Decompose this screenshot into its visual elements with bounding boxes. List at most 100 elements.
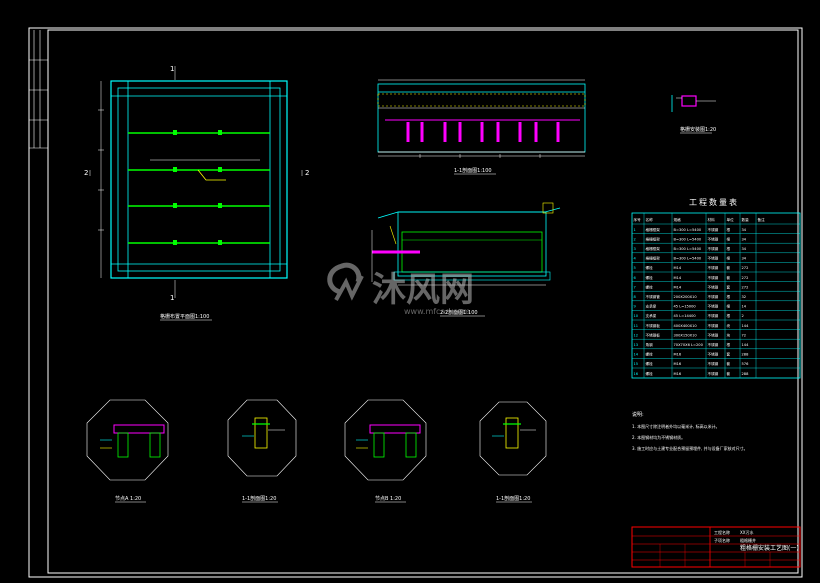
- table-cell: 螺栓: [646, 371, 654, 376]
- project-label: 工程名称: [714, 529, 730, 535]
- table-cell: 34: [742, 237, 747, 241]
- table-cell: 2: [634, 237, 636, 241]
- table-header-cell: 序号: [634, 217, 642, 222]
- table-cell: 272: [742, 266, 749, 270]
- table-cell: 6: [634, 276, 637, 280]
- table-cell: 144: [742, 343, 750, 347]
- table-cell: 不锈钢: [708, 256, 719, 261]
- table-cell: 螺栓: [646, 265, 654, 270]
- table-cell: 200X200X10: [674, 295, 698, 299]
- table-cell: 8: [634, 295, 637, 299]
- table-cell: 不锈钢: [708, 371, 719, 376]
- node-d: 1-1剖面图1:20: [479, 401, 547, 503]
- section-mark-right: 2: [305, 169, 309, 177]
- table-cell: M16: [674, 372, 682, 376]
- table-header-cell: 名称: [646, 217, 654, 222]
- node-a: 节点A 1:20: [86, 399, 169, 503]
- table-cell: M14: [674, 266, 682, 270]
- project-value: XX污水: [740, 529, 753, 535]
- table-cell: 400X400X10: [674, 324, 698, 328]
- section-2-view: 2-2剖面图1:100: [371, 202, 561, 317]
- plan-title: 格栅布置平面图1:100: [160, 313, 209, 320]
- table-cell: 不锈钢: [708, 342, 719, 347]
- node-a-title: 节点A 1:20: [115, 496, 141, 502]
- table-cell: 15: [634, 362, 639, 366]
- table-cell: 34: [742, 247, 747, 251]
- watermark-url: www.mfcad.com: [404, 307, 470, 316]
- note-line-2: 2. 本图钢材均为不锈钢材质。: [632, 434, 685, 440]
- left-margin-strip: [29, 30, 48, 149]
- table-cell: 螺栓: [646, 352, 654, 357]
- table-cell: B=300 L=5400: [674, 237, 702, 241]
- table-cell: 12: [634, 333, 639, 337]
- table-cell: 格栅框架: [646, 227, 661, 232]
- table-cell: B=300 L=5400: [674, 228, 702, 232]
- table-cell: 套: [727, 275, 731, 280]
- table-cell: 螺栓: [646, 284, 654, 289]
- table-cell: 不锈钢管: [646, 294, 661, 299]
- table-cell: 1: [634, 228, 636, 232]
- table-cell: 不锈钢: [708, 304, 719, 309]
- table-cell: 34: [742, 257, 747, 261]
- table-cell: 不锈钢: [708, 313, 719, 318]
- table-cell: 套: [727, 284, 731, 289]
- table-cell: 根: [727, 304, 731, 309]
- table-cell: 螺栓: [646, 361, 654, 366]
- section-mark-bottom: 1: [170, 294, 174, 302]
- section-mark-top: 1: [170, 65, 174, 73]
- table-cell: 272: [742, 276, 749, 280]
- table-cell: 不锈钢: [708, 246, 719, 251]
- section-1-title: 1-1剖面图1:100: [454, 167, 492, 174]
- table-cell: B=300 L=5400: [674, 247, 702, 251]
- table-cell: B=300 L=5400: [674, 257, 702, 261]
- table-cell: 3: [634, 247, 636, 251]
- table-header-cell: 备注: [758, 217, 766, 222]
- table-cell: 272: [742, 285, 749, 289]
- table-cell: 288: [742, 353, 750, 357]
- table-cell: 不锈钢板: [646, 332, 661, 337]
- table-cell: 16: [634, 372, 639, 376]
- table-cell: 格栅框架: [646, 246, 661, 251]
- table-cell: 不锈钢: [708, 323, 719, 328]
- table-cell: 13: [634, 343, 639, 347]
- table-cell: 72: [742, 333, 747, 337]
- table-cell: 套: [727, 361, 731, 366]
- table-cell: 根: [727, 256, 731, 261]
- table-cell: 支承梁: [646, 304, 657, 309]
- table-title: 工程数量表: [689, 197, 739, 207]
- table-cell: 11: [634, 324, 639, 328]
- table-cell: 套: [727, 265, 731, 270]
- table-cell: 螺栓: [646, 275, 654, 280]
- notes-heading: 说明:: [632, 411, 644, 418]
- table-cell: 300X150X10: [674, 333, 698, 337]
- table-cell: M14: [674, 276, 682, 280]
- table-cell: 32: [742, 295, 747, 299]
- table-cell: 2: [742, 314, 744, 318]
- table-header-cell: 规格: [674, 217, 682, 222]
- table-cell: 套: [727, 371, 731, 376]
- note-line-3: 3. 施工时应与土建专业配合预留预埋件, 并与设备厂家核对尺寸。: [632, 445, 748, 451]
- subproject-value: 粗格栅井: [740, 537, 756, 543]
- table-cell: 9: [634, 305, 637, 309]
- table-cell: 不锈钢板: [646, 323, 661, 328]
- table-cell: 根: [727, 236, 731, 241]
- inner-frame: [47, 29, 799, 574]
- table-cell: 14: [634, 353, 639, 357]
- table-cell: 不锈钢: [708, 284, 719, 289]
- node-d-title: 1-1剖面图1:20: [496, 495, 530, 502]
- table-cell: 144: [742, 324, 750, 328]
- drawing-name: 粗格栅安装工艺图(一): [740, 544, 799, 552]
- table-cell: 支承梁: [646, 313, 657, 318]
- table-cell: 格栅框架: [646, 256, 661, 261]
- node-b: 1-1剖面图1:20: [227, 399, 297, 503]
- table-cell: 5: [634, 266, 636, 270]
- node-details: 节点A 1:20 1-1剖面图1:20 节点B 1:20: [86, 399, 547, 503]
- watermark-brand: 沐风网: [372, 270, 474, 310]
- table-cell: 根: [727, 246, 731, 251]
- table-cell: 根: [727, 227, 731, 232]
- table-cell: M16: [674, 353, 682, 357]
- table-cell: 格栅框架: [646, 236, 661, 241]
- table-cell: 10: [634, 314, 639, 318]
